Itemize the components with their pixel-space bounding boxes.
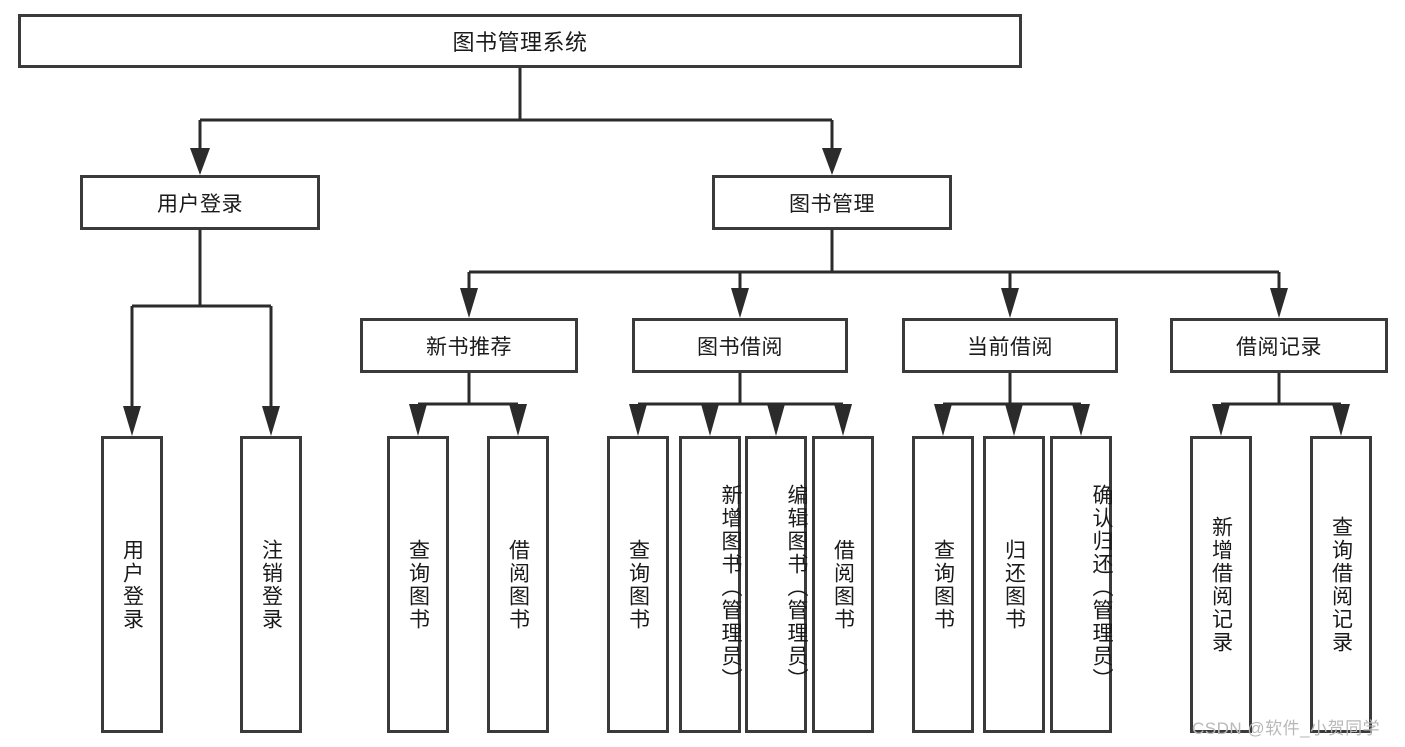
arrowhead-leaf-user-login: [123, 406, 141, 436]
arrowhead-leaf-borrow-book: [834, 404, 852, 436]
node-leaf-borrow-book-box[interactable]: [812, 436, 874, 733]
node-user-login-box[interactable]: [80, 175, 320, 230]
node-book-manage-box[interactable]: [712, 175, 952, 230]
node-current-borrow-box[interactable]: [902, 318, 1118, 373]
arrowhead-new-book-rec: [460, 288, 478, 318]
node-leaf-return-book-box[interactable]: [983, 436, 1045, 733]
arrowhead-leaf-borrow-book-rec: [509, 404, 527, 436]
node-leaf-query-book-cur-box[interactable]: [912, 436, 974, 733]
arrowhead-leaf-add-borrow-record: [1212, 404, 1230, 436]
node-leaf-query-borrow-record-box[interactable]: [1310, 436, 1372, 733]
arrowhead-leaf-logout-login: [262, 406, 280, 436]
node-borrow-record-box[interactable]: [1170, 318, 1388, 373]
node-leaf-edit-book-admin-box[interactable]: [745, 436, 807, 733]
node-leaf-logout-login-box[interactable]: [240, 436, 302, 733]
arrowhead-leaf-confirm-return-admin: [1072, 404, 1090, 436]
node-new-book-rec-box[interactable]: [360, 318, 578, 373]
node-leaf-user-login-box[interactable]: [101, 436, 163, 733]
arrowhead-leaf-query-book-rec: [409, 404, 427, 436]
node-root-box[interactable]: [18, 14, 1022, 68]
node-leaf-add-book-admin-box[interactable]: [679, 436, 741, 733]
arrowhead-leaf-query-book-cur: [934, 404, 952, 436]
arrowhead-current-borrow: [1001, 288, 1019, 318]
arrowhead-leaf-query-book-borrow: [629, 404, 647, 436]
watermark-text: CSDN @软件_小贺同学: [1192, 719, 1381, 738]
arrowhead-book-manage: [822, 148, 842, 175]
node-leaf-borrow-book-rec-box[interactable]: [487, 436, 549, 733]
node-leaf-confirm-return-admin-box[interactable]: [1050, 436, 1112, 733]
arrowhead-leaf-return-book: [1005, 404, 1023, 436]
arrowhead-borrow-record: [1270, 288, 1288, 318]
node-book-borrow-box[interactable]: [632, 318, 848, 373]
arrowhead-leaf-query-borrow-record: [1332, 404, 1350, 436]
arrowhead-user-login: [190, 148, 210, 175]
node-leaf-query-book-rec-box[interactable]: [387, 436, 449, 733]
node-leaf-add-borrow-record-box[interactable]: [1190, 436, 1252, 733]
arrowhead-leaf-edit-book-admin: [767, 404, 785, 436]
node-leaf-query-book-borrow-box[interactable]: [607, 436, 669, 733]
arrowhead-book-borrow: [731, 288, 749, 318]
arrowhead-leaf-add-book-admin: [701, 404, 719, 436]
